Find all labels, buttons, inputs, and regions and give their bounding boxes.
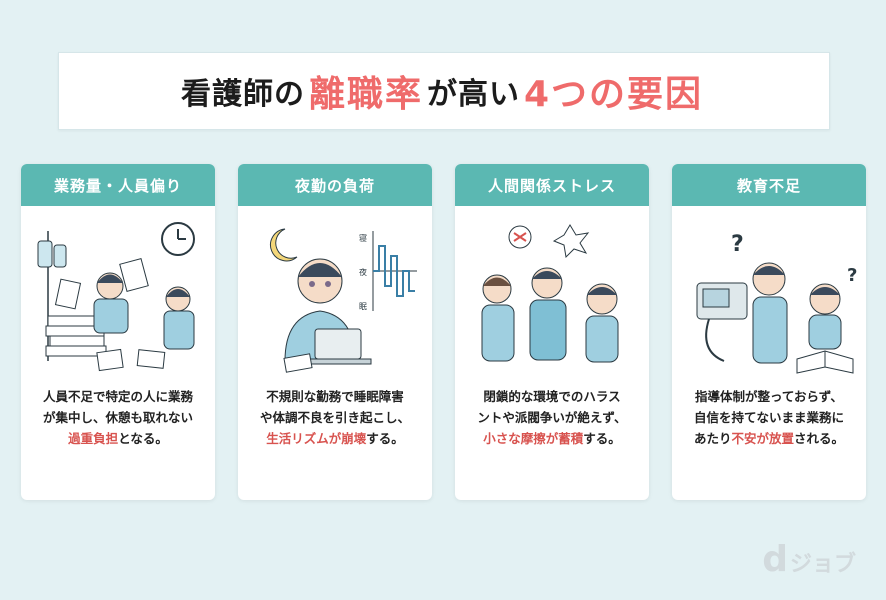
desc-emphasis: 過重負担	[68, 431, 119, 446]
desc-emphasis: 小さな摩擦が蓄積	[483, 431, 584, 446]
card-description: 閉鎖的な環境でのハラス ントや派閥争いが絶えず、 小さな摩擦が蓄積する。	[455, 386, 649, 449]
card-header: 教育不足	[672, 164, 866, 206]
title-part2: が高い	[426, 77, 520, 112]
chart-label: 夜	[359, 267, 367, 277]
brand-logo: d ジョブ	[762, 539, 856, 580]
card-description: 人員不足で特定の人に業務 が集中し、休憩も取れない 過重負担となる。	[21, 386, 215, 449]
card-header: 人間関係ストレス	[455, 164, 649, 206]
night-shift-illustration: 寝 夜 眠	[238, 206, 432, 386]
desc-line: 自信を持てないまま業務に	[693, 410, 844, 425]
factor-cards: 業務量・人員偏り	[21, 164, 867, 502]
card-workload: 業務量・人員偏り	[21, 164, 215, 500]
desc-line: 生活リズムが崩壊する。	[266, 431, 404, 446]
logo-letter: d	[762, 539, 788, 580]
desc-line: 閉鎖的な環境でのハラス	[483, 389, 621, 404]
card-description: 指導体制が整っておらず、 自信を持てないまま業務に あたり不安が放置される。	[672, 386, 866, 449]
desc-line: あたり不安が放置される。	[693, 431, 845, 446]
desc-line: 不規則な勤務で睡眠障害	[266, 389, 404, 404]
workload-illustration	[21, 206, 215, 386]
card-description: 不規則な勤務で睡眠障害 や体調不良を引き起こし、 生活リズムが崩壊する。	[238, 386, 432, 449]
training-illustration: ? ?	[672, 206, 866, 386]
desc-line: ントや派閥争いが絶えず、	[477, 410, 627, 425]
desc-line: 人員不足で特定の人に業務	[42, 389, 193, 404]
card-header: 夜勤の負荷	[238, 164, 432, 206]
desc-line: 指導体制が整っておらず、	[695, 389, 843, 404]
chart-label: 寝	[359, 233, 367, 243]
svg-text:?: ?	[847, 265, 857, 286]
card-lack-of-training: 教育不足 ? ?	[672, 164, 866, 500]
relationship-illustration	[455, 206, 649, 386]
chart-label: 眠	[359, 302, 367, 311]
title-highlight-2: 4つの要因	[523, 74, 704, 115]
desc-emphasis: 生活リズムが崩壊	[266, 431, 367, 446]
card-header: 業務量・人員偏り	[21, 164, 215, 206]
page-title: 看護師の 離職率 が高い 4つの要因	[58, 52, 830, 130]
desc-line: 過重負担となる。	[68, 431, 168, 446]
svg-text:?: ?	[731, 232, 744, 257]
desc-line: 小さな摩擦が蓄積する。	[483, 431, 621, 446]
logo-text: ジョブ	[789, 552, 856, 577]
title-highlight-1: 離職率	[308, 74, 423, 115]
desc-line: が集中し、休憩も取れない	[42, 410, 193, 425]
title-part1: 看護師の	[180, 77, 305, 112]
desc-line: や体調不良を引き起こし、	[259, 410, 410, 425]
card-night-shift: 夜勤の負荷 寝 夜 眠	[238, 164, 432, 500]
desc-emphasis: 不安が放置	[731, 431, 794, 446]
card-relationship-stress: 人間関係ストレス 閉鎖的な環境でのハラス	[455, 164, 649, 500]
